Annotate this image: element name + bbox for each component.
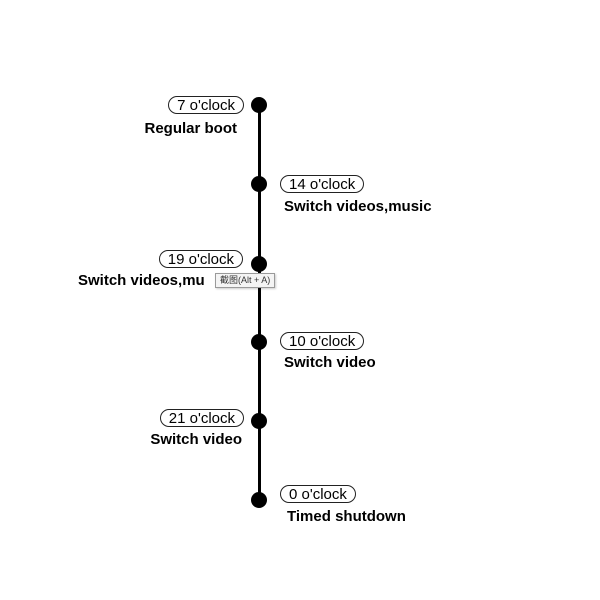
timeline-line [258,104,261,501]
timeline-dot [251,413,267,429]
timeline-dot [251,492,267,508]
time-pill: 19 o'clock [158,250,243,268]
event-label: Timed shutdown [287,508,406,525]
time-pill: 10 o'clock [280,332,365,350]
event-label: Switch video [150,431,242,448]
event-label: Switch video [284,354,376,371]
timeline-dot [251,176,267,192]
time-pill: 0 o'clock [280,485,356,503]
time-pill: 14 o'clock [280,175,365,193]
screenshot-tooltip: 截图(Alt + A) [215,273,276,288]
event-label: Switch videos,music [284,198,432,215]
time-pill: 21 o'clock [159,409,244,427]
event-label: Regular boot [144,120,238,137]
time-pill: 7 o'clock [168,96,244,114]
timeline-dot [251,97,267,113]
timeline-dot [251,256,267,272]
timeline-dot [251,334,267,350]
event-label: Switch videos,mu [78,272,205,289]
